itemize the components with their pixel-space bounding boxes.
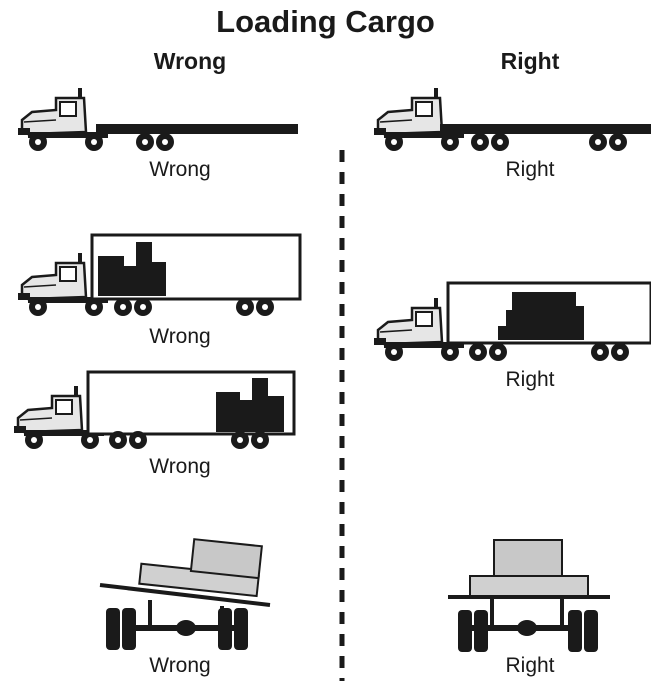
- cargo-block-icon: [98, 242, 166, 296]
- box-rear-wrong-truck: [12, 370, 296, 451]
- caption-flatbed-wrong: Wrong: [149, 158, 211, 181]
- caption-axle-level-right: Right: [505, 654, 555, 677]
- box-front-wrong-truck: [16, 233, 302, 318]
- page-title: Loading Cargo: [216, 4, 435, 39]
- column-heading-wrong: Wrong: [153, 48, 227, 74]
- box-center-right-truck: [372, 281, 651, 363]
- flatbed-right-truck: [372, 86, 651, 153]
- flatbed-wrong-truck: [16, 86, 298, 153]
- caption-axle-tilted-wrong: Wrong: [149, 654, 211, 677]
- axle-level-right: [448, 539, 610, 652]
- caption-box-rear-wrong: Wrong: [149, 455, 211, 478]
- caption-box-front-wrong: Wrong: [149, 325, 211, 348]
- axle-tilted-wrong: [99, 538, 271, 650]
- column-heading-right: Right: [500, 48, 560, 74]
- cargo-block-icon: [216, 378, 284, 432]
- caption-box-center-right: Right: [505, 368, 555, 391]
- cargo-block-icon: [498, 292, 584, 340]
- caption-flatbed-right: Right: [505, 158, 555, 181]
